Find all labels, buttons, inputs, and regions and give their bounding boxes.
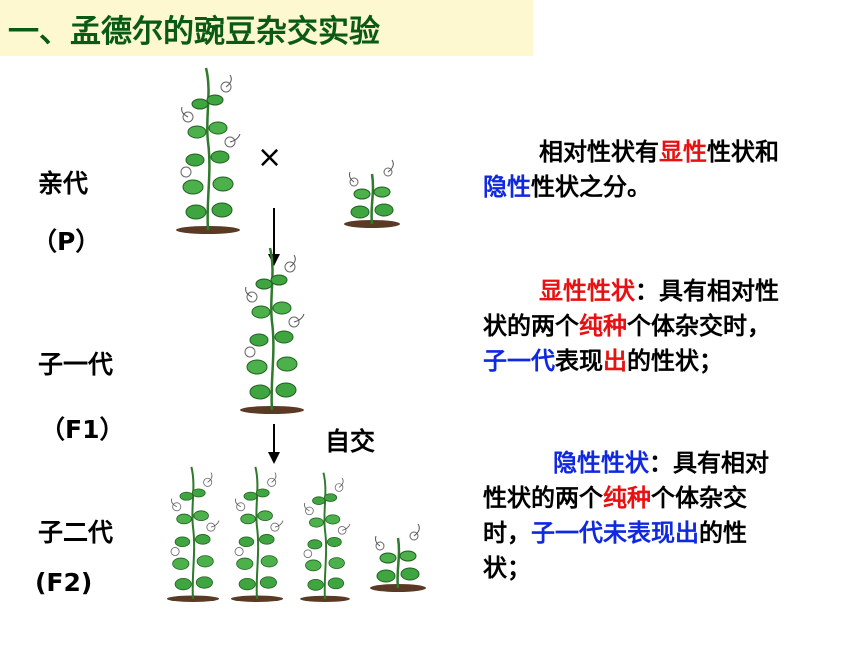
f2-generation-code: (F2) (35, 568, 93, 597)
tall-pea-plant-icon (165, 465, 221, 602)
tall-pea-plant-icon (229, 465, 285, 602)
dwarf-pea-plant-icon (368, 522, 428, 592)
p-generation-label: 亲代 (38, 169, 89, 198)
dominance-intro-text: 相对性状有显性性状和隐性性状之分。 (483, 138, 779, 201)
recessive-trait-definition: 隐性性状：具有相对性状的两个纯种个体杂交时，子一代未表现出的性状； (483, 449, 769, 582)
tall-pea-plant-icon (174, 66, 242, 234)
f1-generation-code: （F1） (40, 415, 125, 444)
dominant-trait-definition: 显性性状：具有相对性状的两个纯种个体杂交时，子一代表现出的性状； (483, 277, 779, 375)
f2-generation-label: 子二代 (38, 518, 114, 547)
arrow-down-icon (268, 424, 280, 464)
p-generation-code: （P） (32, 227, 101, 256)
cross-symbol: × (257, 140, 283, 175)
tall-pea-plant-icon (238, 246, 306, 414)
dwarf-pea-plant-icon (342, 158, 402, 228)
slide-title: 一、孟德尔的豌豆杂交实验 (8, 14, 380, 50)
f1-generation-label: 子一代 (38, 350, 114, 379)
title-bar (0, 0, 533, 56)
tall-pea-plant-icon (299, 471, 351, 602)
selfing-label: 自交 (325, 427, 376, 456)
